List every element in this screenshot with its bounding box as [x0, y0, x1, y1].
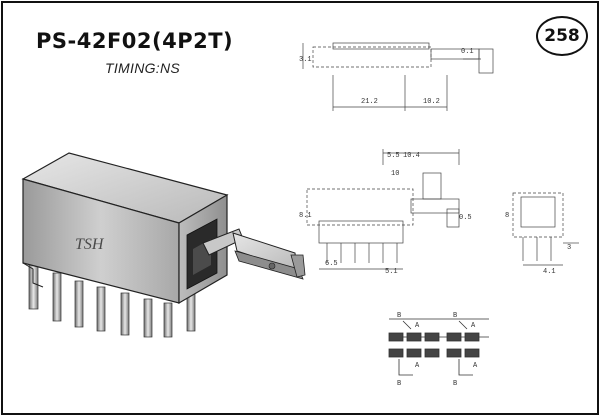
svg-text:10.2: 10.2 — [423, 98, 440, 106]
actuator-lever — [202, 228, 306, 280]
svg-text:B: B — [453, 312, 457, 320]
svg-text:B: B — [397, 380, 401, 388]
svg-text:10.4: 10.4 — [403, 152, 420, 160]
svg-text:B: B — [453, 380, 457, 388]
svg-text:B: B — [397, 312, 401, 320]
svg-text:8.1: 8.1 — [299, 212, 312, 220]
svg-text:5.5: 5.5 — [387, 152, 400, 160]
switch-product-photo: TSH — [21, 152, 306, 338]
circuit-diagram — [388, 318, 489, 376]
svg-text:5.1: 5.1 — [385, 268, 398, 276]
svg-text:0.1: 0.1 — [461, 48, 474, 56]
svg-text:A: A — [415, 362, 420, 370]
svg-text:21.2: 21.2 — [361, 98, 378, 106]
side-view-drawing — [512, 192, 579, 266]
svg-text:6.5: 6.5 — [325, 260, 338, 268]
technical-drawings: 21.2 10.2 0.1 3.1 5.5 10.4 10 8.1 0.5 6.… — [299, 42, 579, 388]
svg-text:A: A — [471, 322, 476, 330]
svg-text:10: 10 — [391, 170, 399, 178]
timing-label: TIMING:NS — [105, 60, 181, 76]
svg-text:3.1: 3.1 — [299, 56, 312, 64]
svg-text:8: 8 — [505, 212, 509, 220]
page-number-badge: 258 — [536, 16, 588, 56]
part-number-title: PS-42F02(4P2T) — [36, 29, 234, 53]
svg-text:0.5: 0.5 — [459, 214, 472, 222]
svg-text:4.1: 4.1 — [543, 268, 556, 276]
brand-marking: TSH — [75, 236, 105, 253]
front-view-drawing — [306, 149, 460, 270]
svg-text:3: 3 — [567, 244, 571, 252]
svg-text:A: A — [415, 322, 420, 330]
svg-text:A: A — [473, 362, 478, 370]
top-view-drawing — [302, 42, 494, 111]
